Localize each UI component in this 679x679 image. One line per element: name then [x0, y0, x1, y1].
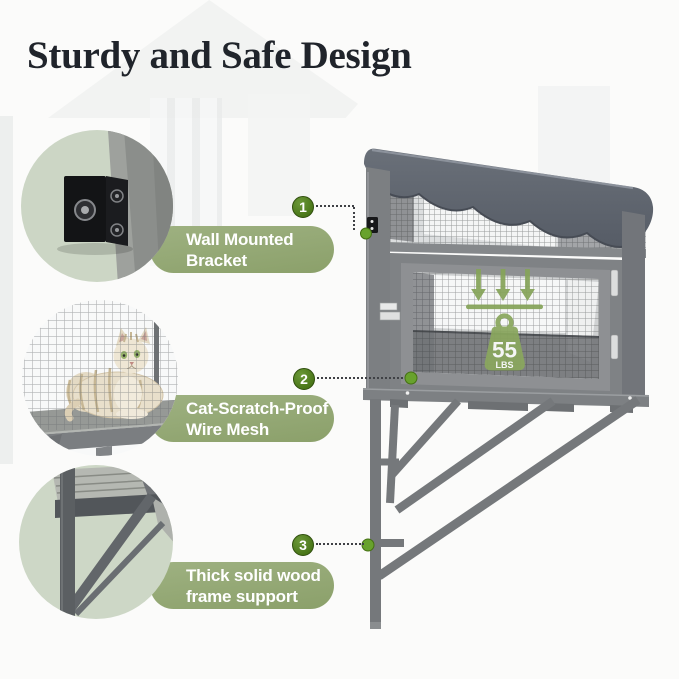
callout-number-badge-2: 2 — [293, 368, 315, 390]
callout-number-badge-1: 1 — [292, 196, 314, 218]
callout-2-connector — [317, 377, 403, 379]
target-dot-icon-2 — [404, 371, 418, 385]
kettlebell-weight-icon: 55 LBS — [484, 313, 525, 371]
door-hinge-bottom — [610, 334, 619, 360]
label-line: Wall Mounted — [186, 230, 294, 249]
band-rail — [368, 242, 646, 258]
wall-post — [370, 399, 381, 629]
page-title: Sturdy and Safe Design — [27, 34, 412, 77]
bracket-screw — [370, 220, 374, 223]
inset-photo-frame-support — [19, 465, 173, 619]
inset-photo-cat-mesh — [22, 300, 178, 456]
label-pill-wire-mesh: Cat-Scratch-Proof Wire Mesh — [150, 395, 334, 442]
weight-value: 55 — [492, 338, 517, 363]
door-latch-upper — [379, 302, 398, 311]
label-line: Cat-Scratch-Proof — [186, 399, 329, 418]
callout-1-connector-h — [316, 205, 354, 207]
load-bar — [466, 304, 543, 310]
target-dot-icon-1 — [360, 227, 372, 240]
bottom-board — [363, 388, 649, 407]
inset-photo-wall-bracket — [21, 130, 173, 282]
badge-number: 2 — [300, 371, 308, 387]
badge-number: 3 — [299, 537, 307, 553]
wall-post-tip — [370, 622, 381, 629]
screw-dot — [628, 396, 632, 400]
target-dot-icon-3 — [361, 538, 375, 552]
label-pill-wall-mounted-bracket: Wall Mounted Bracket — [150, 226, 334, 273]
door-hinge-top — [610, 269, 619, 297]
background-edge-strip — [0, 116, 13, 464]
callout-1-connector-v — [353, 207, 355, 230]
door-latch-lower — [379, 311, 401, 321]
callout-3-connector — [316, 543, 364, 545]
bottom-board-highlight — [362, 388, 650, 397]
load-capacity-graphic: 55 LBS — [466, 269, 543, 371]
roof — [364, 148, 654, 248]
badge-number: 1 — [299, 199, 307, 215]
support-lattice — [376, 396, 641, 580]
left-frame-post — [366, 167, 390, 399]
callout-number-badge-3: 3 — [292, 534, 314, 556]
background-wall-blur-2 — [248, 94, 310, 216]
label-line: Wire Mesh — [186, 420, 270, 439]
catio-product: 55 LBS — [360, 148, 654, 629]
right-frame-post — [622, 211, 645, 404]
bracket-screw — [370, 227, 374, 230]
label-pill-frame-support: Thick solid wood frame support — [150, 562, 334, 609]
label-line: Bracket — [186, 251, 247, 270]
label-line: frame support — [186, 587, 298, 606]
screw-dot — [405, 391, 410, 395]
label-line: Thick solid wood — [186, 566, 321, 585]
weight-unit: LBS — [496, 360, 514, 370]
downward-force-arrows-icon — [471, 269, 535, 301]
